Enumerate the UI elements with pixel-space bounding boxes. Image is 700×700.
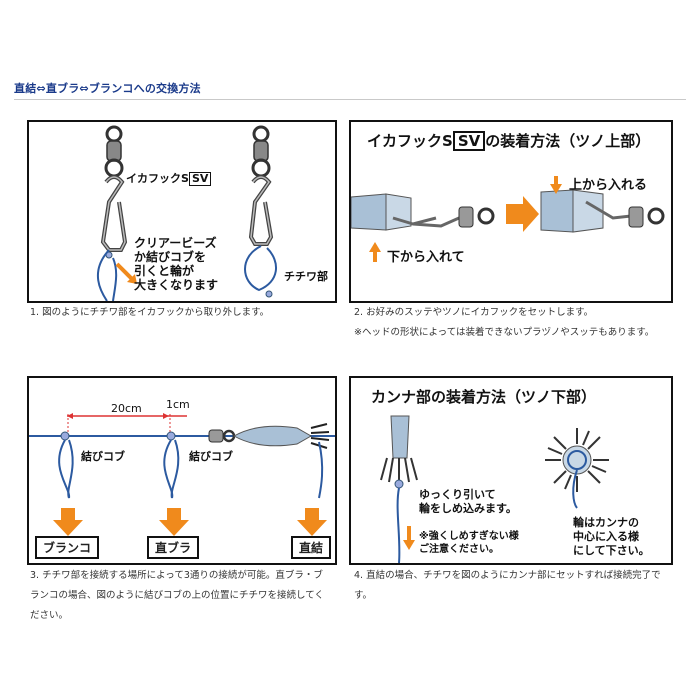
center-ring-label: 輪はカンナの 中心に入る様 にして下さい。 <box>573 516 650 557</box>
caution-note-label: ※強くしめすぎない様 ご注意ください。 <box>419 531 519 555</box>
page-header: 直結⇔直ブラ⇔ブランコへの交換方法 <box>14 82 201 95</box>
attach-top-illustration <box>351 176 665 262</box>
panel-attach-bottom: カンナ部の装着方法（ツノ下部） ゆっくり引いて 輪をしめ込みます。 ※強くしめす… <box>349 376 673 565</box>
knot-label-1: 結びコブ <box>81 450 125 463</box>
caption-step-4: 4. 直結の場合、チチワを図のようにカンナ部にセットすれば接続完了です。 <box>354 570 661 601</box>
header-divider <box>14 99 686 100</box>
caption-step-1: 1. 図のようにチチワ部をイカフックから取り外します。 <box>30 307 270 318</box>
pull-slowly-label: ゆっくり引いて 輪をしめ込みます。 <box>419 488 517 515</box>
sv-badge: SV <box>188 172 212 186</box>
hook-illustration <box>96 125 277 301</box>
connection-illustration <box>29 413 335 536</box>
type-chokketsu-box: 直結 <box>291 536 332 559</box>
caption-step-2-note: ※ヘッドの形状によっては装着できないプラヅノやスッテもあります。 <box>354 327 655 338</box>
insert-from-bottom-label: 下から入れて <box>387 250 465 265</box>
attach-bottom-illustration <box>380 415 609 563</box>
distance-1cm-label: 1cm <box>166 398 190 411</box>
type-buranko-box: ブランコ <box>35 536 100 559</box>
panel4-title: カンナ部の装着方法（ツノ下部） <box>371 388 597 406</box>
panel-connection-types: 20cm 1cm 結びコブ 結びコブ ブランコ 直ブラ 直結 <box>27 376 337 565</box>
caption-step-3: 3. チチワ部を接続する場所によって3通りの接続が可能。直ブラ・ブランコの場合、… <box>30 570 324 621</box>
beads-instruction-label: クリアービーズ か結びコブを 引くと輪が 大きくなります <box>134 236 219 292</box>
distance-20cm-label: 20cm <box>111 402 142 415</box>
sv-badge-large: SV <box>452 131 486 151</box>
type-chokubura-box: 直ブラ <box>147 536 200 559</box>
insert-from-top-label: 上から入れる <box>569 178 648 193</box>
chichiwa-label: チチワ部 <box>284 270 328 283</box>
caption-step-2: 2. お好みのスッテやツノにイカフックをセットします。 <box>354 307 594 318</box>
knot-label-2: 結びコブ <box>189 450 233 463</box>
